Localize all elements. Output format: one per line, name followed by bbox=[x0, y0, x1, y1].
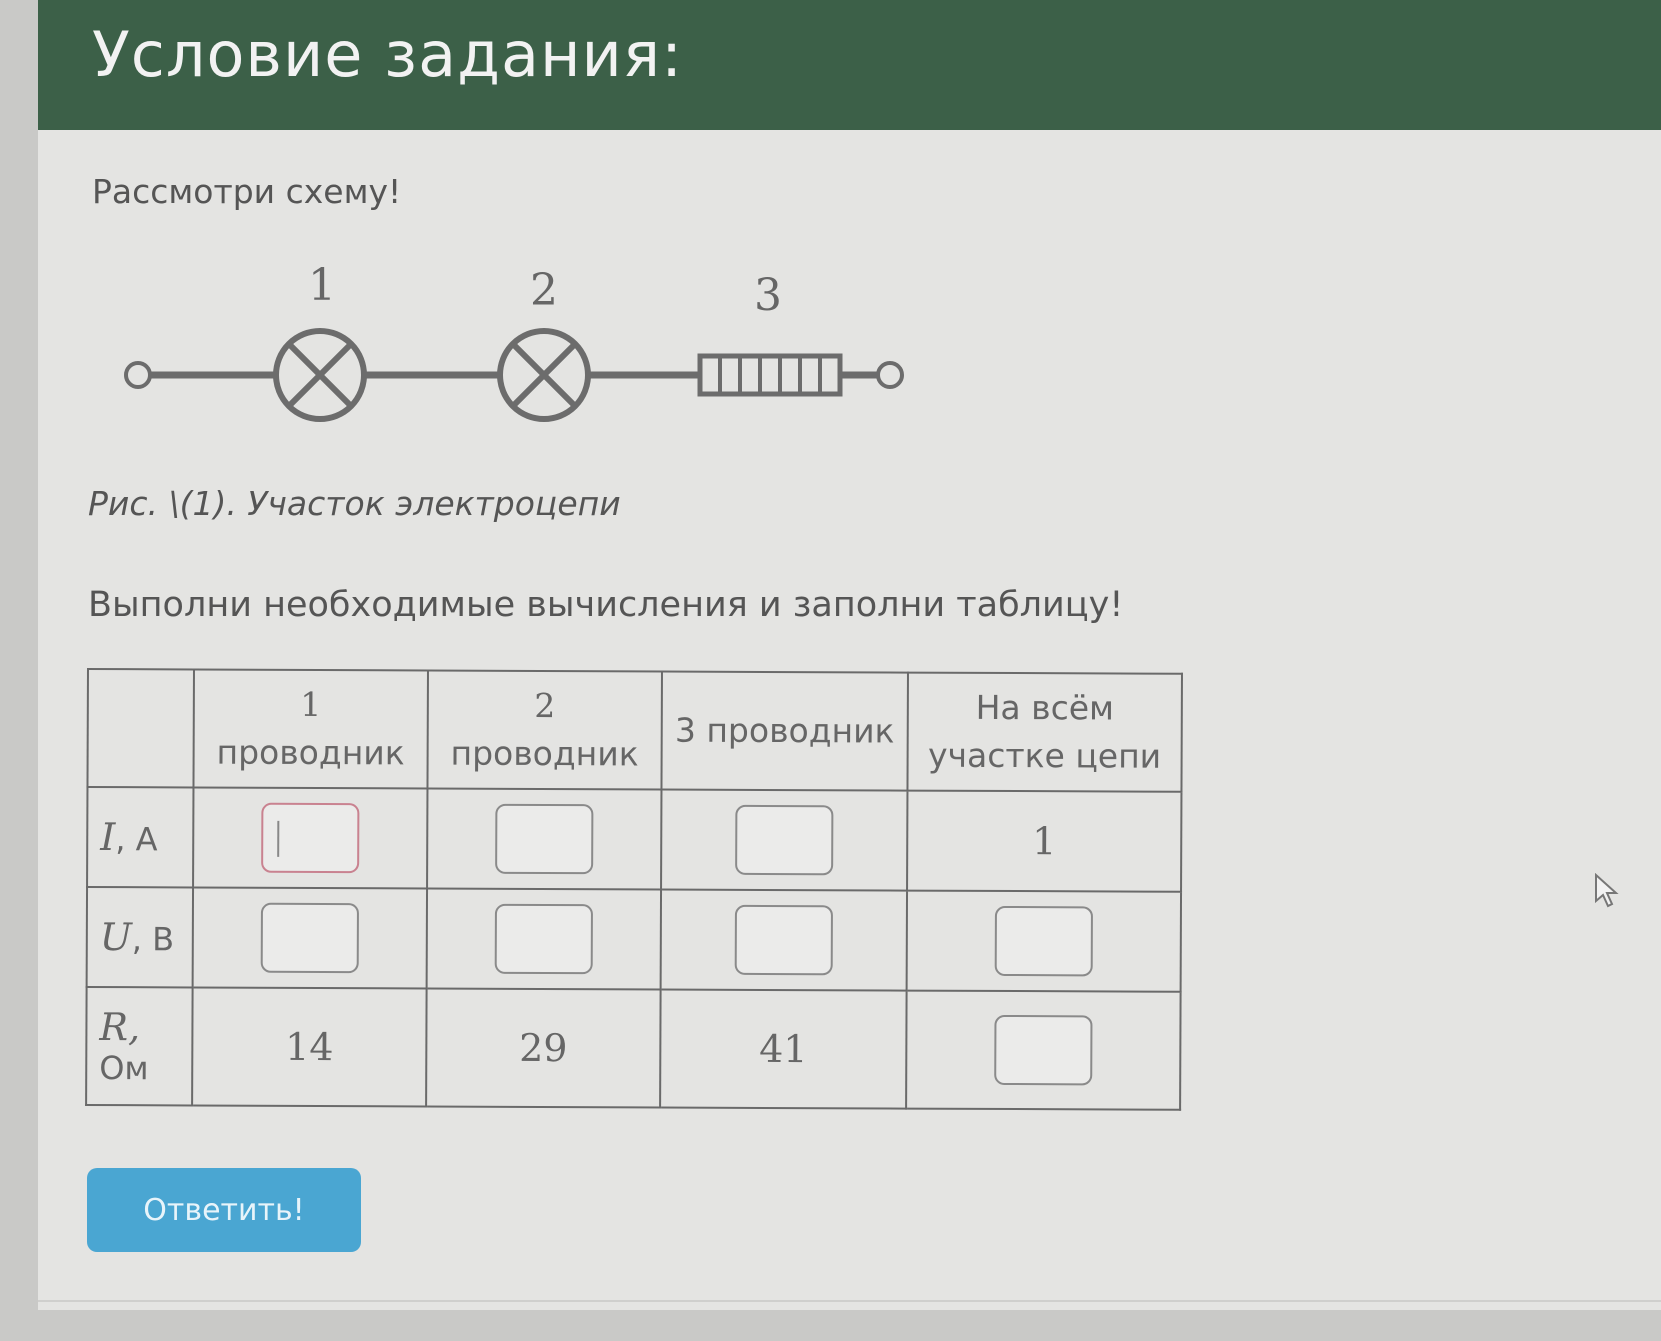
cell-current-total: 1 bbox=[907, 790, 1182, 892]
circuit-svg: 1 2 3 bbox=[124, 260, 904, 422]
circuit-label-2: 2 bbox=[530, 265, 558, 316]
resistance-symbol: R, bbox=[99, 1005, 141, 1050]
header-corner-cell bbox=[87, 669, 194, 788]
header-conductor-2-num: 2 bbox=[534, 685, 556, 726]
task-page: Условие задания: Рассмотри схему! bbox=[38, 0, 1661, 1310]
input-current-2[interactable] bbox=[495, 803, 594, 875]
circuit-label-3: 3 bbox=[754, 270, 782, 321]
task-text: Выполни необходимые вычисления и заполни… bbox=[88, 585, 1124, 625]
current-symbol: I bbox=[100, 815, 116, 860]
cell-voltage-1 bbox=[192, 887, 428, 989]
table-row-current: I, А 1 bbox=[87, 787, 1182, 892]
header-conductor-1-num: 1 bbox=[300, 684, 322, 725]
input-voltage-total[interactable] bbox=[994, 905, 1093, 977]
cell-voltage-3 bbox=[660, 889, 908, 991]
cell-resistance-2: 29 bbox=[426, 988, 661, 1108]
submit-button[interactable]: Ответить! bbox=[87, 1168, 361, 1252]
row-label-current: I, А bbox=[87, 787, 194, 888]
circuit-label-1: 1 bbox=[308, 260, 336, 311]
voltage-unit: , В bbox=[131, 920, 175, 959]
text-caret bbox=[277, 820, 280, 857]
header-conductor-1-word: проводник bbox=[216, 732, 405, 773]
table-row-voltage: U, В bbox=[86, 887, 1182, 992]
header-conductor-3-text: 3 проводник bbox=[674, 710, 895, 751]
lamp-1-icon bbox=[273, 328, 367, 422]
cell-resistance-1: 14 bbox=[192, 987, 427, 1107]
cell-current-2 bbox=[427, 788, 662, 890]
input-voltage-3[interactable] bbox=[734, 904, 833, 976]
cell-resistance-3: 41 bbox=[660, 989, 907, 1109]
page-title: Условие задания: bbox=[92, 18, 683, 91]
header-whole-circuit: На всём участке цепи bbox=[907, 672, 1182, 792]
left-terminal-icon bbox=[124, 361, 152, 389]
lamp-2-icon bbox=[497, 328, 591, 422]
input-current-1[interactable] bbox=[261, 802, 360, 874]
row-label-voltage: U, В bbox=[86, 887, 194, 988]
resistor-3-icon bbox=[697, 353, 843, 397]
intro-text: Рассмотри схему! bbox=[92, 172, 402, 211]
row-label-resistance: R, Ом bbox=[86, 987, 193, 1106]
voltage-symbol: U bbox=[99, 915, 132, 960]
header-whole-circuit-line2: участке цепи bbox=[927, 735, 1162, 776]
cell-voltage-total bbox=[906, 890, 1182, 992]
figure-caption: Рис. \(1). Участок электроцепи bbox=[88, 484, 621, 523]
header-conductor-1: 1 проводник bbox=[193, 669, 428, 789]
mouse-pointer-icon bbox=[1595, 873, 1619, 908]
header-whole-circuit-line1: На всём bbox=[975, 687, 1115, 728]
circuit-diagram: 1 2 3 bbox=[88, 255, 948, 449]
cell-current-1 bbox=[193, 787, 428, 889]
input-voltage-2[interactable] bbox=[494, 903, 593, 975]
header-conductor-2-word: проводник bbox=[450, 733, 639, 774]
input-resistance-total[interactable] bbox=[994, 1014, 1093, 1086]
current-unit: , А bbox=[115, 820, 158, 859]
resistance-unit: Ом bbox=[99, 1049, 149, 1088]
header-conductor-2: 2 проводник bbox=[427, 670, 662, 790]
cell-resistance-total bbox=[906, 990, 1181, 1110]
cell-current-3 bbox=[661, 789, 908, 891]
input-voltage-1[interactable] bbox=[260, 902, 359, 974]
footer-divider bbox=[38, 1300, 1661, 1302]
right-terminal-icon bbox=[876, 361, 904, 389]
header-bar: Условие задания: bbox=[38, 0, 1661, 130]
input-current-3[interactable] bbox=[735, 804, 834, 876]
table-header-row: 1 проводник 2 проводник 3 проводник На в… bbox=[87, 669, 1182, 792]
header-conductor-3: 3 проводник bbox=[661, 671, 908, 791]
table-row-resistance: R, Ом 14 29 41 bbox=[86, 987, 1181, 1110]
cell-voltage-2 bbox=[426, 888, 662, 990]
answer-table: 1 проводник 2 проводник 3 проводник На в… bbox=[85, 668, 1183, 1111]
